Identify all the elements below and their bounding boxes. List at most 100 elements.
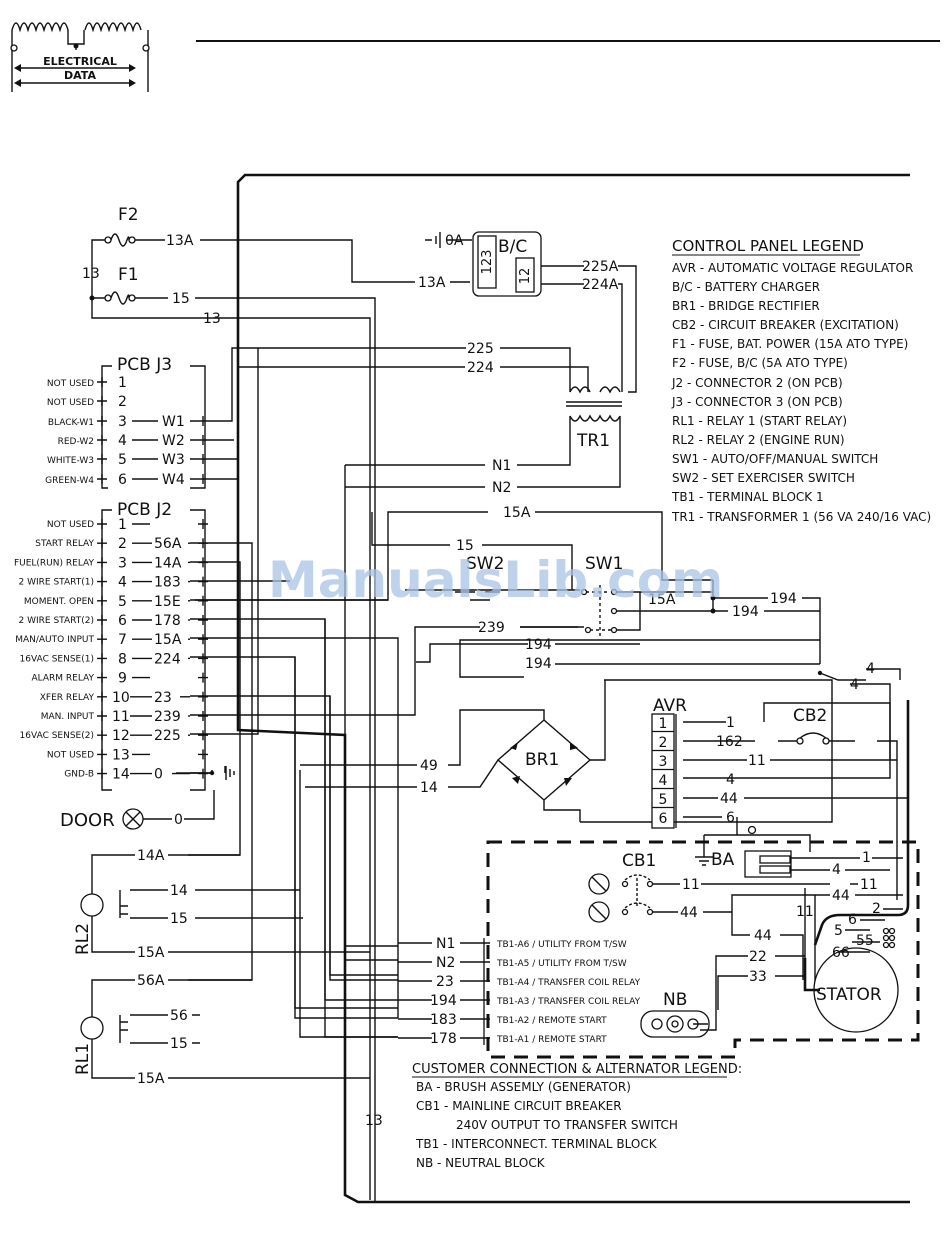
avr-block: AVR [651, 696, 687, 829]
door-switch: DOOR 0 [60, 790, 215, 831]
watermark: ManualsLib.com [268, 551, 723, 609]
wire-239: 239 [478, 620, 505, 636]
legend-item: TB1 - TERMINAL BLOCK 1 [671, 490, 824, 504]
pin-label: MOMENT. OPEN [24, 597, 94, 607]
pin-number: 7 [118, 632, 127, 648]
outer-harness [236, 173, 910, 1204]
pcb-j3-pins: NOT USED NOT USED BLACK-W1 RED-W2 WHITE-… [45, 375, 185, 488]
wire-13: 13 [365, 1113, 383, 1129]
pin-number: 11 [112, 709, 130, 725]
pin-number: 1 [118, 517, 127, 533]
wire-44: 44 [832, 888, 850, 904]
wire-label: 56A [154, 536, 182, 552]
pin-label: 2 WIRE START(2) [19, 616, 94, 626]
svg-text:RL1: RL1 [73, 1043, 93, 1075]
legend-item: AVR - AUTOMATIC VOLTAGE REGULATOR [672, 261, 913, 275]
wire-label: 44 [720, 791, 738, 807]
pin-tick [97, 557, 208, 568]
pin-tick [97, 691, 208, 702]
pin-tick [97, 538, 208, 549]
bc-title: B/C [498, 237, 527, 257]
wire-15: 15 [170, 1036, 188, 1052]
pin-label: MAN. INPUT [41, 712, 95, 722]
wire-N2: N2 [492, 480, 511, 496]
legend-item: F2 - FUSE, B/C (5A ATO TYPE) [672, 356, 848, 370]
legend-item: CB1 - MAINLINE CIRCUIT BREAKER [416, 1099, 622, 1113]
pin-label: NOT USED [47, 379, 94, 389]
relay-rl1: RL1 56A 56 15 15A [73, 973, 370, 1087]
pin-number: 2 [118, 536, 127, 552]
pin-number: 10 [112, 690, 130, 706]
wire-label: 178 [430, 1031, 457, 1047]
legend-item: TB1 - INTERCONNECT. TERMINAL BLOCK [415, 1137, 658, 1151]
svg-text:CB1: CB1 [622, 851, 656, 871]
pin-tick [97, 711, 208, 721]
wire-label: W1 [162, 414, 185, 430]
circuit-breaker-cb2: CB2 [793, 706, 830, 745]
wire-49: 49 [420, 758, 438, 774]
pin-tick [97, 730, 208, 741]
bc-right-pins: 12 [518, 268, 533, 285]
wire-194: 194 [525, 637, 552, 653]
svg-text:BA: BA [711, 850, 735, 870]
transformer-tr1: TR1 [566, 386, 622, 451]
pin-number: 8 [118, 651, 127, 667]
wire-label: 11 [748, 753, 766, 769]
wire-label: 162 [716, 734, 743, 750]
pin-tick [97, 576, 208, 587]
pin-number: 4 [118, 575, 127, 591]
legend-item: TR1 - TRANSFORMER 1 (56 VA 240/16 VAC) [671, 510, 931, 524]
tb1-label: TB1-A1 / REMOTE START [496, 1035, 607, 1045]
customer-legend: CUSTOMER CONNECTION & ALTERNATOR LEGEND:… [412, 1062, 742, 1170]
wire-label: 0 [154, 767, 163, 783]
pin-tick [97, 672, 208, 683]
fuse-f2: F2 [104, 205, 139, 247]
bc-left-pins: 123 [480, 250, 495, 275]
wire-11: 11 [860, 877, 878, 893]
wire-label: 224 [154, 651, 181, 667]
wire-22: 22 [749, 949, 767, 965]
legend-item: F1 - FUSE, BAT. POWER (15A ATO TYPE) [672, 337, 908, 351]
pin-label: RED-W2 [58, 437, 94, 447]
pcb-j3-title: PCB J3 [117, 355, 172, 375]
legend-item: BR1 - BRIDGE RECTIFIER [672, 299, 820, 313]
wire-0A: 0A [445, 233, 464, 249]
pin-number: 6 [118, 613, 127, 629]
wire-15A: 15A [137, 945, 165, 961]
wire-194: 194 [732, 604, 759, 620]
pin-label: BLACK-W1 [48, 418, 94, 428]
customer-legend-title: CUSTOMER CONNECTION & ALTERNATOR LEGEND: [412, 1062, 742, 1077]
pin-tick [97, 595, 208, 606]
pin-label: 2 WIRE START(1) [19, 578, 94, 588]
wire-224: 224 [467, 360, 494, 376]
pin-number: 2 [118, 394, 127, 410]
wire-56: 56 [170, 1008, 188, 1024]
legend-title: CONTROL PANEL LEGEND [672, 237, 864, 255]
wire-label: 15E [154, 594, 181, 610]
wire-0: 0 [174, 812, 183, 828]
pin-number: 5 [118, 594, 127, 610]
wire-6: 6 [848, 912, 857, 928]
wire-224A: 224A [582, 277, 619, 293]
brush-assembly-ba: BA [695, 825, 860, 878]
wire-label: N1 [436, 936, 455, 952]
relay-rl2: RL2 14A 14 15 15A [73, 848, 370, 961]
wire-13A: 13A [166, 233, 194, 249]
pcb-j2-title: PCB J2 [117, 500, 172, 520]
wire-4: 4 [832, 862, 841, 878]
wire-label: W3 [162, 452, 185, 468]
badge-line2: DATA [64, 69, 96, 82]
pin-number: 13 [112, 747, 130, 763]
legend-item: SW1 - AUTO/OFF/MANUAL SWITCH [672, 452, 878, 466]
wire-5: 5 [834, 923, 843, 939]
wire-label: 6 [726, 810, 735, 826]
wire-44: 44 [754, 928, 772, 944]
tb1-label: TB1-A2 / REMOTE START [496, 1016, 607, 1026]
wire-15: 15 [172, 291, 190, 307]
wire-label: 225 [154, 728, 181, 744]
legend-item: B/C - BATTERY CHARGER [672, 280, 820, 294]
svg-text:TR1: TR1 [576, 431, 610, 451]
pin-label: MAN/AUTO INPUT [15, 635, 94, 645]
